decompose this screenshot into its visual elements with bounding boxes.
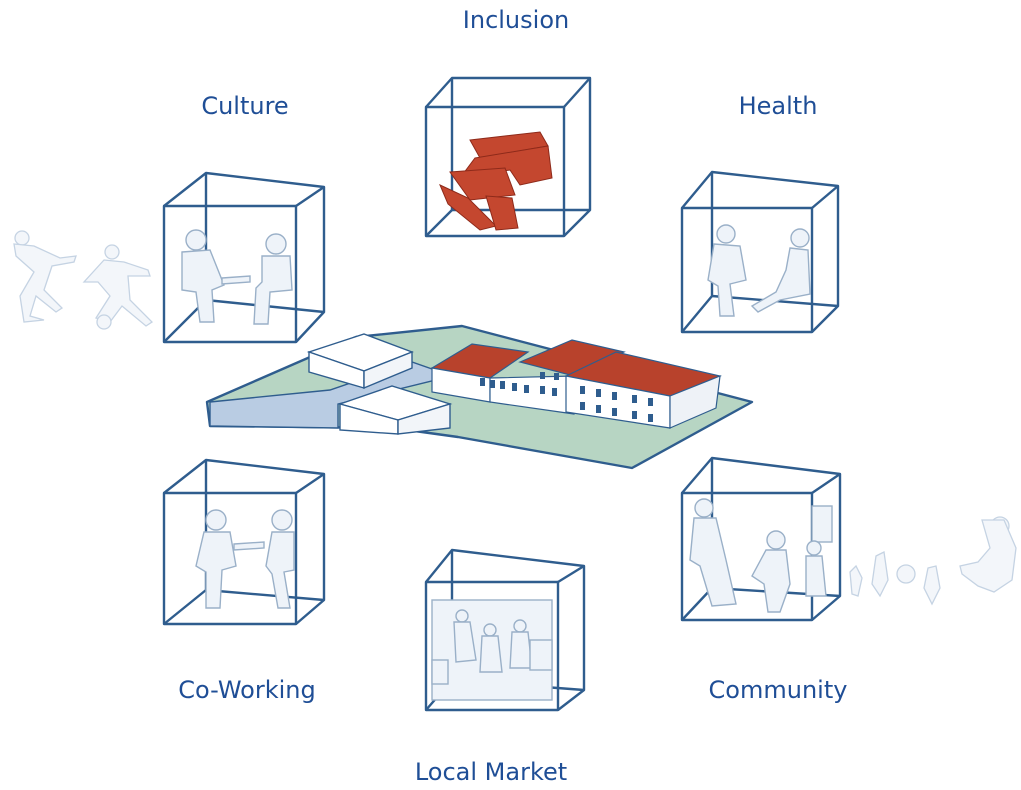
pavilion-left <box>306 333 414 390</box>
community-people <box>689 498 833 613</box>
culture-seated-people <box>181 229 293 325</box>
label-inclusion: Inclusion <box>462 6 570 34</box>
cube-inclusion <box>424 76 592 238</box>
cube-culture <box>162 171 326 344</box>
ribbon-sculpture <box>439 131 553 231</box>
cube-coworking <box>162 458 326 626</box>
label-coworking: Co-Working <box>178 676 316 704</box>
label-culture: Culture <box>201 92 289 120</box>
health-seated-people <box>707 224 811 317</box>
central-building-site <box>205 324 754 470</box>
label-health: Health <box>738 92 818 120</box>
pavilion-lower <box>337 385 453 435</box>
cube-community <box>680 456 842 622</box>
cube-local-market <box>424 548 586 712</box>
silhouettes-gardener <box>849 516 1017 606</box>
label-community: Community <box>708 676 848 704</box>
market-scene <box>431 599 553 701</box>
coworking-people <box>195 509 295 609</box>
silhouettes-skaters <box>13 230 154 330</box>
cube-health <box>680 170 840 334</box>
main-buildings <box>430 339 723 429</box>
label-local-market: Local Market <box>414 758 568 786</box>
